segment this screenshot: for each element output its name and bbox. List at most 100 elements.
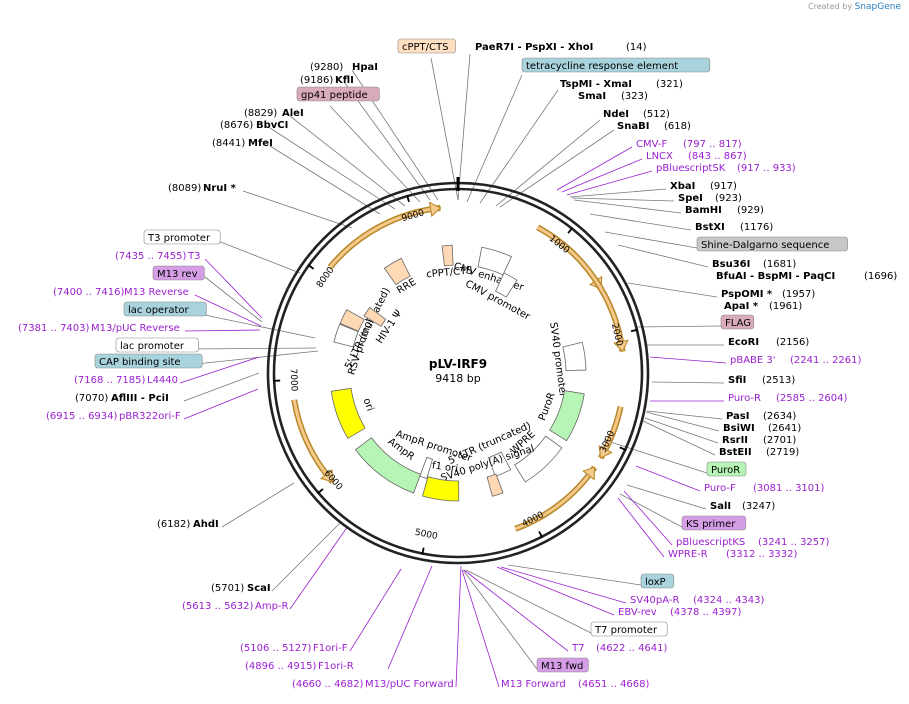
tick-label: 5000 <box>414 528 439 542</box>
leader-line <box>465 569 592 634</box>
restriction-site: PasI <box>726 411 749 422</box>
leader-line <box>645 411 720 432</box>
restriction-site: TspMI - XmaI <box>560 79 632 90</box>
feature-tag: T7 promoter <box>594 625 658 636</box>
feature-tag: FLAG <box>725 318 751 329</box>
feature-shape <box>330 387 366 439</box>
primer-label: pBR322ori-F <box>119 411 181 422</box>
tick-mark <box>317 488 324 495</box>
feature-shape <box>486 473 504 497</box>
leader-line <box>619 493 683 528</box>
feature-tag-box <box>115 337 199 353</box>
leader-line <box>349 568 402 652</box>
primer-label: (4378 .. 4397) <box>670 607 742 618</box>
site-position: (923) <box>715 193 742 204</box>
tick-label: 7000 <box>288 368 299 392</box>
feature-tag-box <box>696 236 848 252</box>
feature-tag-box <box>681 515 747 531</box>
primer-label: Amp-R <box>255 601 289 612</box>
leader-line <box>589 213 692 231</box>
primer-label: (843 .. 867) <box>688 151 747 162</box>
restriction-site: SmaI <box>578 91 606 102</box>
feature-tag: tetracycline response element <box>526 61 678 72</box>
leader-line <box>635 465 701 492</box>
feature-label: ori <box>361 397 376 413</box>
feature-tag-box <box>640 573 675 589</box>
primer-label: EBV-rev <box>618 607 657 618</box>
orf-arrowhead <box>598 445 613 459</box>
leader-line <box>204 258 263 319</box>
restriction-site: MfeI <box>248 138 273 149</box>
leader-line <box>186 347 317 350</box>
primer-label: pBluescriptSK <box>656 163 726 174</box>
primer-label: (7168 .. 7185) <box>74 375 146 386</box>
leader-line <box>566 170 653 196</box>
feature-tag-box <box>536 657 589 673</box>
leader-line <box>626 484 707 510</box>
leader-line <box>457 53 471 201</box>
primer-label: (6915 .. 6934) <box>46 411 118 422</box>
feature-tag: CAP binding site <box>99 357 181 368</box>
tick-label: 3000 <box>599 429 618 454</box>
feature-label: PuroR <box>537 391 558 422</box>
leader-line <box>289 115 406 207</box>
tick-mark <box>538 531 544 539</box>
primer-label: M13/pUC Reverse <box>91 323 180 334</box>
leader-line <box>186 350 319 366</box>
feature-tag: KS primer <box>686 519 736 530</box>
restriction-site: ApaI * <box>724 301 759 312</box>
feature-tag: M13 fwd <box>541 661 583 672</box>
tick-label: 1000 <box>547 234 571 256</box>
site-position: (2634) <box>763 411 796 422</box>
feature-tag-box <box>152 265 205 281</box>
orf-arrowhead <box>613 339 629 353</box>
primer-label: (3312 .. 3332) <box>726 549 798 560</box>
primer-label: Puro-F <box>704 483 736 494</box>
site-position: (2513) <box>762 375 795 386</box>
primer-label: SV40pA-R <box>630 595 679 606</box>
primer-label: (4660 .. 4682) <box>292 679 364 690</box>
feature-shape <box>339 309 365 332</box>
leader-line <box>184 329 261 332</box>
primer-label: (797 .. 817) <box>683 139 742 150</box>
site-position: (8829) <box>244 108 277 119</box>
site-position: (7070) <box>75 393 108 404</box>
feature-tag-box <box>123 301 207 317</box>
site-position: (1696) <box>864 271 897 282</box>
primer-label: (5106 .. 5127) <box>240 643 312 654</box>
site-position: (6182) <box>157 519 190 530</box>
leader-line <box>194 294 262 327</box>
primer-label: T3 <box>187 251 200 262</box>
orf-arrowhead <box>428 201 442 218</box>
site-position: (618) <box>664 121 691 132</box>
leader-line <box>221 482 295 528</box>
site-position: (2156) <box>776 337 809 348</box>
primer-label: (5613 .. 5632) <box>182 601 254 612</box>
created-by-text: Created by <box>808 2 853 11</box>
leader-line <box>495 119 601 207</box>
site-position: (8441) <box>212 138 245 149</box>
primer-label: (7435 .. 7455) <box>115 251 187 262</box>
tick-mark <box>421 547 425 555</box>
site-position: (2701) <box>763 435 796 446</box>
feature-tag-box <box>706 461 747 477</box>
feature-tag: gp41 peptide <box>301 90 368 101</box>
leader-line <box>499 129 615 208</box>
feature-shape <box>562 341 587 371</box>
site-position: (323) <box>621 91 648 102</box>
leader-line <box>269 127 396 210</box>
tick-mark <box>406 194 410 203</box>
site-position: (8089) <box>168 183 201 194</box>
leader-line <box>217 240 301 274</box>
feature-tag: lac operator <box>128 305 189 316</box>
leader-line <box>463 569 569 652</box>
leader-line <box>461 569 500 688</box>
leader-line <box>204 276 263 323</box>
tick-mark <box>630 328 639 333</box>
feature-tag: M13 rev <box>157 269 198 280</box>
feature-shape <box>354 437 422 494</box>
restriction-site: KflI <box>335 75 354 86</box>
feature-tag-box <box>296 86 380 102</box>
leader-line <box>627 282 718 298</box>
